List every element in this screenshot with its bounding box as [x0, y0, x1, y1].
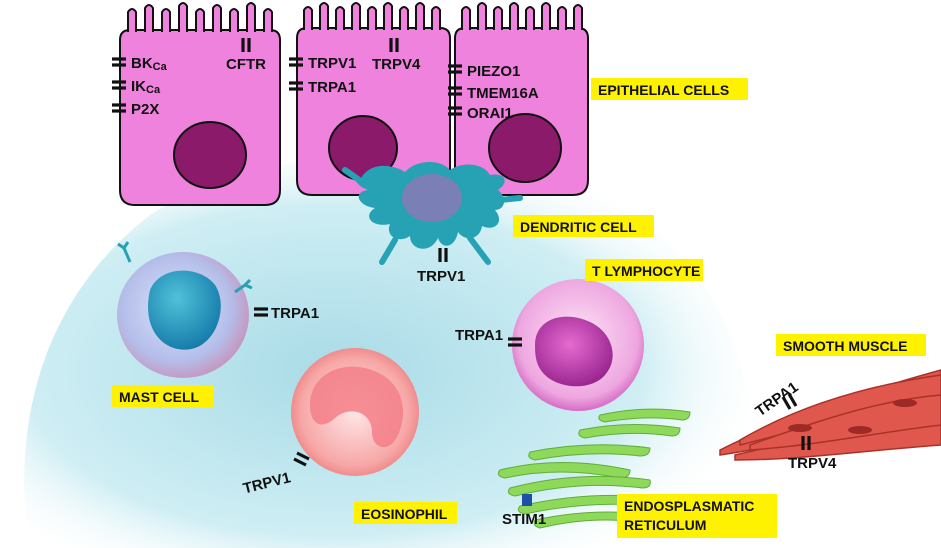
label-stim1: STIM1 [502, 511, 546, 528]
dendritic-cell [342, 161, 523, 265]
nucleus [488, 113, 562, 183]
box-t-lymphocyte: T LYMPHOCYTE [585, 259, 703, 281]
svg-text:SMOOTH MUSCLE: SMOOTH MUSCLE [783, 338, 907, 354]
eosinophil [291, 348, 419, 476]
epithelial-cell-2 [296, 2, 451, 196]
box-epithelial-cells: EPITHELIAL CELLS [591, 78, 748, 100]
svg-text:EPITHELIAL CELLS: EPITHELIAL CELLS [598, 82, 729, 98]
smooth-muscle [719, 369, 941, 461]
svg-text:RETICULUM: RETICULUM [624, 517, 706, 533]
label-trpv1-epi: TRPV1 [308, 55, 356, 72]
epithelial-channel-markers [112, 38, 462, 116]
epithelial-cell-3 [454, 2, 589, 196]
label-ikca: IKCa [131, 78, 161, 96]
box-endoplasmic-reticulum: ENDOSPLASMATIC RETICULUM [617, 494, 777, 538]
svg-text:MAST CELL: MAST CELL [119, 389, 200, 405]
svg-text:T LYMPHOCYTE: T LYMPHOCYTE [592, 263, 700, 279]
label-trpa1-tlymph: TRPA1 [455, 327, 503, 344]
stim1-marker [522, 494, 532, 506]
nucleus [173, 121, 247, 189]
label-bkca: BKCa [131, 55, 168, 73]
label-trpa1-mast: TRPA1 [271, 305, 319, 322]
label-trpv1-dendritic: TRPV1 [417, 268, 465, 285]
box-eosinophil: EOSINOPHIL [354, 502, 457, 524]
label-trpv4-epi: TRPV4 [372, 56, 421, 73]
label-trpa1-epi: TRPA1 [308, 79, 356, 96]
svg-text:DENDRITIC CELL: DENDRITIC CELL [520, 219, 637, 235]
box-dendritic-cell: DENDRITIC CELL [513, 215, 654, 237]
box-smooth-muscle: SMOOTH MUSCLE [776, 334, 926, 356]
label-tmem16a: TMEM16A [467, 85, 539, 102]
svg-text:ENDOSPLASMATIC: ENDOSPLASMATIC [624, 498, 754, 514]
label-p2x: P2X [131, 101, 159, 118]
label-cftr: CFTR [226, 56, 266, 73]
svg-text:EOSINOPHIL: EOSINOPHIL [361, 506, 448, 522]
box-mast-cell: MAST CELL [112, 385, 214, 407]
mast-cell [117, 241, 268, 378]
label-orai1: ORAI1 [467, 105, 513, 122]
epithelial-cell-1 [119, 2, 281, 206]
label-piezo1: PIEZO1 [467, 63, 520, 80]
t-lymphocyte [508, 279, 644, 411]
label-trpv4-smooth: TRPV4 [788, 455, 837, 472]
